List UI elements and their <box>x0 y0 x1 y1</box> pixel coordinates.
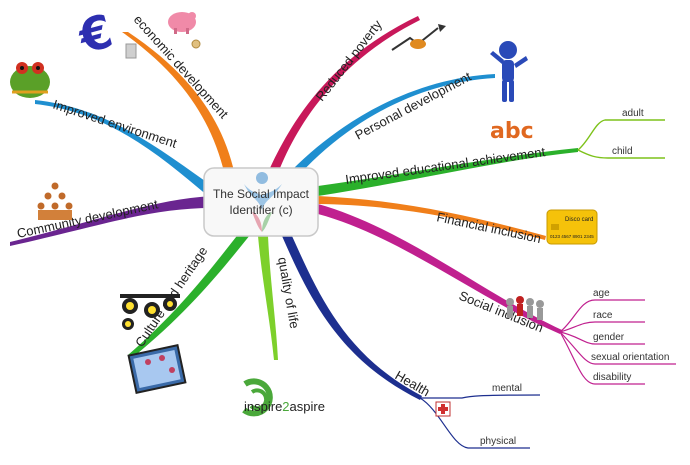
social-sub-disability-line <box>559 331 645 385</box>
branch-label-education[interactable]: Improved educational achievement <box>344 144 546 187</box>
people-pyramid-icon <box>37 182 73 220</box>
social-sub-age-line <box>559 299 645 333</box>
health-sub-physical[interactable]: physical <box>480 436 516 447</box>
health-sub-mental[interactable]: mental <box>492 383 522 394</box>
trend-chart-icon <box>391 24 446 51</box>
branch-quality-line <box>258 236 278 360</box>
people-group-icon <box>506 296 544 320</box>
logo-text-c: aspire <box>290 399 325 414</box>
svg-text:inspire2aspire: inspire2aspire <box>244 399 325 414</box>
branch-social-line <box>318 204 562 334</box>
branch-health-line <box>282 236 422 400</box>
edu-sub-child-line <box>577 149 665 159</box>
inspire2aspire-logo: inspire2aspire <box>242 378 325 417</box>
social-sub-gender[interactable]: gender <box>593 332 625 343</box>
social-sub-race[interactable]: race <box>593 310 613 321</box>
social-sub-disability[interactable]: disability <box>593 372 631 383</box>
edu-sub-adult[interactable]: adult <box>622 108 644 119</box>
branch-economic-line <box>122 32 236 180</box>
card-number: 0123 4567 8901 2345 <box>550 234 594 239</box>
social-sub-orientation-line <box>559 331 676 365</box>
logo-text-a: inspire <box>244 399 282 414</box>
person-logo-icon <box>244 172 282 232</box>
health-sub-physical-line <box>419 397 530 449</box>
branch-label-financial[interactable]: Financial inclusion <box>435 209 542 246</box>
stage-lights-icon <box>120 294 180 330</box>
blue-person-icon <box>490 41 528 102</box>
central-node[interactable]: The Social Impact Identifier (c) <box>203 167 319 237</box>
disco-card-icon: Disco card 0123 4567 8901 2345 <box>546 209 598 245</box>
logo-text-b: 2 <box>282 399 289 414</box>
branch-label-environment[interactable]: Improved environment <box>51 97 179 151</box>
branch-environment-line <box>35 100 218 196</box>
central-title-line1: The Social Impact <box>213 187 310 201</box>
branch-financial-line <box>318 196 546 240</box>
dancers-picture-icon <box>127 344 187 394</box>
branch-poverty-line <box>270 16 420 168</box>
branch-culture-line <box>128 232 250 358</box>
branch-label-poverty[interactable]: Reduced poverty <box>313 17 386 104</box>
euro-icon: € <box>72 4 118 65</box>
branch-label-personal[interactable]: Personal development <box>352 68 474 142</box>
piggy-bank-icon <box>168 12 196 34</box>
social-sub-orientation[interactable]: sexual orientation <box>591 352 669 363</box>
health-sub-mental-line <box>420 394 541 399</box>
branch-label-community[interactable]: Community development <box>16 196 160 241</box>
edu-sub-adult-line <box>577 119 665 151</box>
edu-sub-child[interactable]: child <box>612 146 633 157</box>
social-sub-race-line <box>559 321 645 333</box>
social-sub-gender-line <box>559 331 645 345</box>
first-aid-icon <box>435 401 451 417</box>
frog-icon <box>10 62 50 98</box>
central-title-line2: Identifier (c) <box>229 203 292 217</box>
svg-text:€: € <box>72 4 118 65</box>
coins-icon <box>125 39 201 59</box>
abc-text: abc <box>490 119 534 144</box>
card-title: Disco card <box>565 217 593 223</box>
abc-letters-icon: abc <box>490 119 534 144</box>
social-sub-age[interactable]: age <box>593 288 610 299</box>
branch-community-line <box>10 196 212 246</box>
branch-education-line <box>318 148 578 196</box>
